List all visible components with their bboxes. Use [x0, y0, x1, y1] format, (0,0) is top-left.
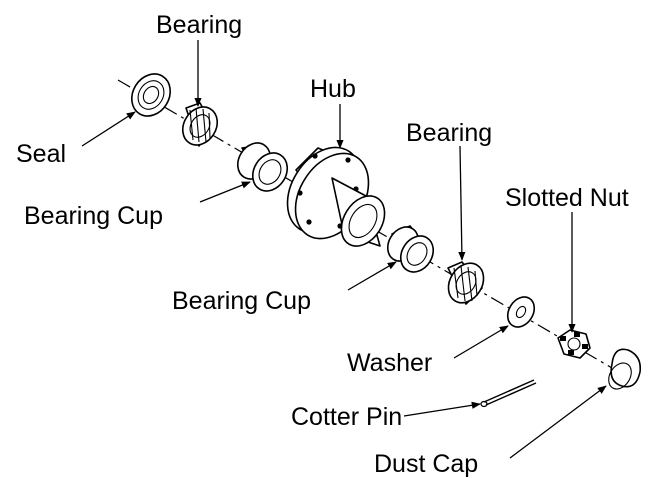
bearing-cup-outer-label: Bearing Cup	[172, 287, 311, 315]
washer-leader-line	[453, 325, 509, 359]
outer-bearing-leader-line	[458, 145, 466, 261]
seal-part	[130, 73, 172, 117]
dust-cap-leader-line	[509, 385, 607, 459]
outer-bearing-cup-leader-line	[347, 261, 397, 291]
cotter-pin-part	[480, 379, 537, 408]
bearing-cup-inner-label: Bearing Cup	[24, 202, 163, 230]
hub-label: Hub	[310, 75, 356, 103]
bearing-outer-label: Bearing	[406, 119, 492, 147]
hub-part	[286, 146, 386, 247]
outer-bearing-cup-part	[386, 225, 435, 273]
slotted-nut-part	[557, 329, 591, 359]
dust-cap-label: Dust Cap	[374, 450, 478, 478]
inner-bearing-cup-part	[236, 142, 289, 192]
washer-label: Washer	[347, 349, 432, 377]
inner-bearing-cup-leader-line	[199, 181, 251, 203]
outer-bearing-part	[447, 261, 485, 305]
washer-part	[506, 296, 536, 328]
slotted-nut-label: Slotted Nut	[505, 184, 629, 212]
inner-bearing-part	[181, 102, 219, 147]
bearing-inner-label: Bearing	[156, 11, 242, 39]
cotter-pin-leader-line	[403, 401, 481, 417]
dust-cap-part	[608, 348, 642, 390]
cotter-pin-label: Cotter Pin	[291, 403, 402, 431]
seal-label: Seal	[16, 140, 66, 168]
seal-leader-line	[81, 111, 136, 147]
